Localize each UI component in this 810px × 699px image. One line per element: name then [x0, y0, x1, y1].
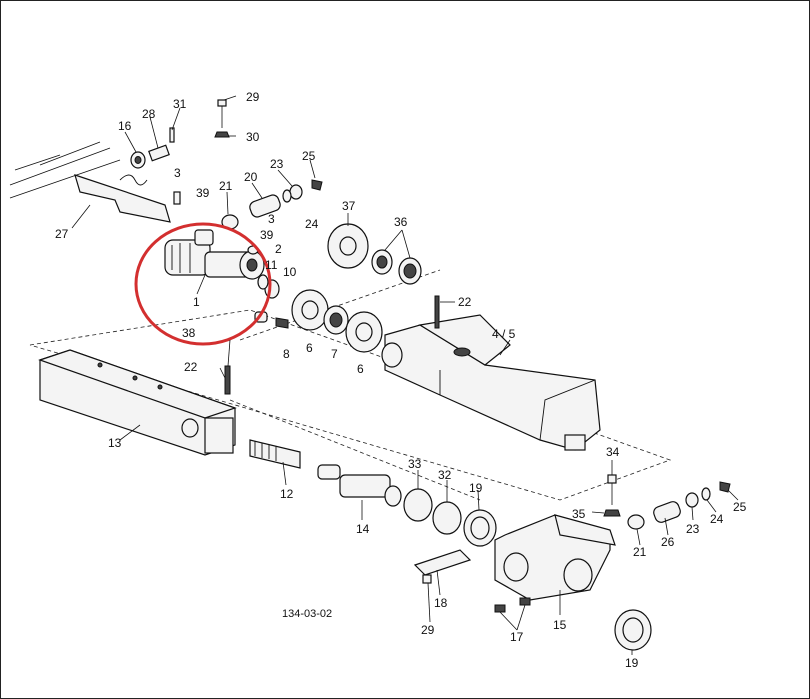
callout-23-bottom: 23 — [686, 522, 700, 536]
part-26-pin — [653, 501, 681, 523]
part-27-plate — [74, 174, 171, 223]
callout-21-bottom: 21 — [633, 545, 647, 559]
callout-33: 33 — [408, 457, 422, 471]
part-15-housing — [494, 514, 616, 601]
part-16-washer — [130, 151, 146, 169]
callout-14: 14 — [356, 522, 370, 536]
callout-3-top: 3 — [174, 166, 181, 180]
callout-6-left: 6 — [306, 341, 313, 355]
callout-19-bottom: 19 — [625, 656, 639, 670]
part-19-bushing-middle — [463, 509, 497, 547]
part-17-nut-b — [519, 597, 531, 606]
callout-8: 8 — [283, 347, 290, 361]
callout-21-top: 21 — [219, 179, 233, 193]
part-12-shaft — [249, 439, 301, 469]
callout-29-bottom: 29 — [421, 623, 435, 637]
part-4-5-main-arm — [381, 314, 601, 451]
part-29-bolt-top — [217, 99, 227, 128]
part-6-flange-right — [345, 311, 383, 353]
callout-labels: 31 28 16 29 30 25 23 20 21 3 39 24 37 36… — [55, 90, 747, 670]
part-23-washer-bottom — [685, 492, 699, 508]
assembly-guide-line-2 — [229, 399, 481, 501]
part-20-pin-top — [249, 194, 281, 218]
part-13-tube — [38, 349, 237, 456]
part-37-flange — [327, 223, 369, 269]
part-22-pin-left — [224, 365, 231, 395]
callout-1: 1 — [193, 295, 200, 309]
callout-16: 16 — [118, 119, 132, 133]
part-11-ring — [257, 274, 269, 290]
part-22-pin-right — [434, 295, 440, 329]
part-18-plate — [413, 549, 472, 576]
callout-24-bottom: 24 — [710, 512, 724, 526]
callout-22-right: 22 — [458, 295, 472, 309]
part-36-seals — [371, 249, 422, 285]
callout-4-5: 4 / 5 — [492, 327, 516, 341]
part-31-spring-pin — [169, 127, 175, 143]
part-17-nut-a — [494, 604, 506, 613]
callout-2: 2 — [275, 242, 282, 256]
callout-22-left: 22 — [184, 360, 198, 374]
part-7-bearing — [323, 305, 349, 335]
callout-30: 30 — [246, 130, 260, 144]
highlight-circle — [134, 222, 272, 346]
part-24-ring-bottom — [701, 487, 711, 501]
part-33-ring — [403, 488, 433, 522]
callout-3-mid: 3 — [268, 212, 275, 226]
part-8-bolt — [275, 317, 289, 329]
callout-29-top: 29 — [246, 90, 260, 104]
callout-10: 10 — [283, 265, 297, 279]
callout-27: 27 — [55, 227, 69, 241]
assembly-boundary — [29, 309, 672, 501]
callout-39-top: 39 — [196, 186, 210, 200]
part-1-universal-joint — [164, 229, 265, 280]
part-28-pin — [148, 144, 170, 162]
callout-18: 18 — [434, 596, 448, 610]
callout-17: 17 — [510, 630, 524, 644]
callout-6-right: 6 — [357, 362, 364, 376]
callout-38: 38 — [182, 326, 196, 340]
callout-15: 15 — [553, 618, 567, 632]
callout-32: 32 — [438, 468, 452, 482]
machine-frame-outline — [9, 141, 121, 199]
callout-7: 7 — [331, 347, 338, 361]
part-35-nut — [603, 509, 621, 517]
callout-12: 12 — [280, 487, 294, 501]
part-19-bushing-bottom — [614, 609, 652, 651]
leader-lines — [71, 95, 739, 655]
part-25-grease-fitting-top — [311, 179, 323, 191]
callout-36: 36 — [394, 215, 408, 229]
callout-34: 34 — [606, 445, 620, 459]
part-29-bolt-bottom — [422, 574, 432, 584]
part-6-flange-left — [291, 289, 329, 331]
callout-11: 11 — [265, 258, 278, 272]
callout-24-top: 24 — [305, 217, 319, 231]
callout-25-top: 25 — [302, 149, 316, 163]
drawing-number: 134-03-02 — [282, 608, 332, 620]
part-30-nut-top — [214, 131, 230, 138]
callout-39-mid: 39 — [260, 228, 274, 242]
callout-31: 31 — [173, 97, 187, 111]
part-34-bolt — [607, 474, 617, 505]
part-14-universal-joint — [317, 464, 402, 507]
part-25-grease-fitting-bottom — [719, 481, 731, 493]
part-23-washer-top — [289, 184, 303, 200]
callout-26: 26 — [661, 535, 675, 549]
callout-37: 37 — [342, 199, 356, 213]
callout-35: 35 — [572, 507, 586, 521]
callout-13: 13 — [108, 436, 122, 450]
callout-19-middle: 19 — [469, 481, 483, 495]
callout-23-top: 23 — [270, 157, 284, 171]
callout-20: 20 — [244, 170, 258, 184]
part-21-bushing-bottom — [627, 514, 645, 530]
callout-28: 28 — [142, 107, 156, 121]
part-32-ring — [432, 501, 462, 535]
part-3-bolt — [173, 191, 181, 205]
part-24-ring-top — [282, 189, 292, 203]
callout-25-bottom: 25 — [733, 500, 747, 514]
